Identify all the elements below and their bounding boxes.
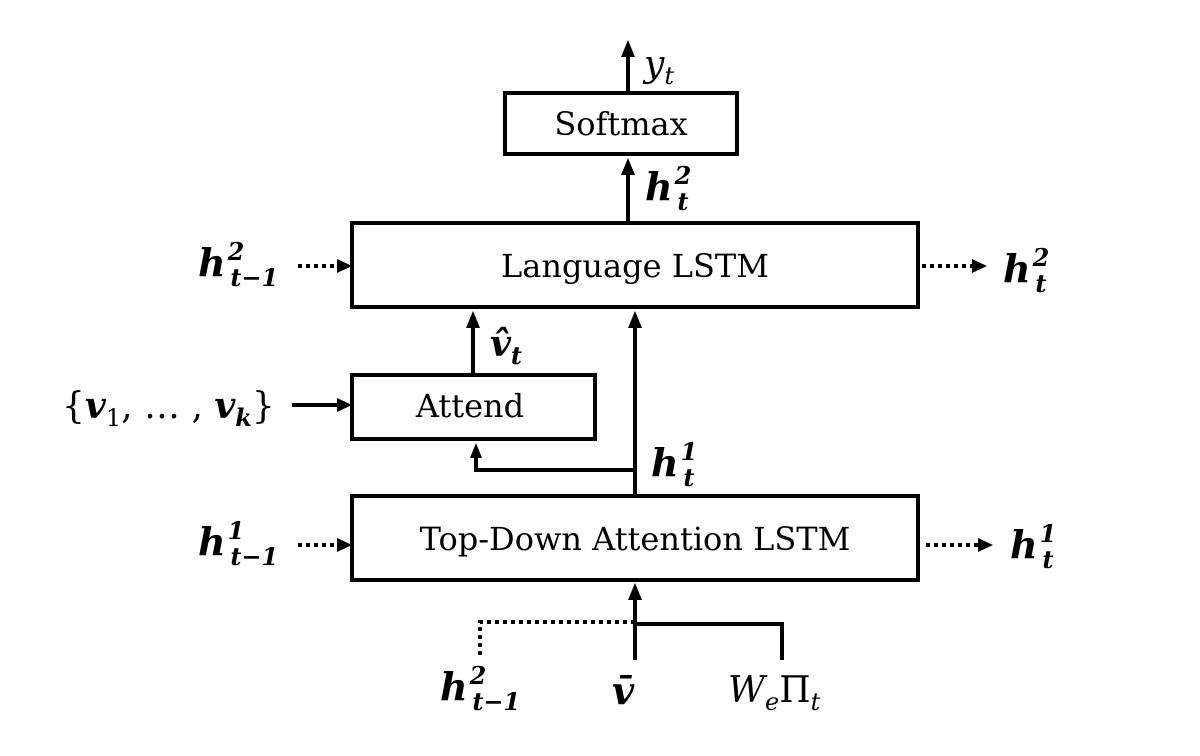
arrowhead-h2-prev-language bbox=[337, 259, 352, 273]
language-lstm-box bbox=[350, 221, 920, 309]
label-v-bar: v̄ bbox=[612, 668, 635, 713]
arrowhead-attend-language bbox=[466, 311, 480, 328]
label-we-pi-t: WeΠt bbox=[728, 670, 821, 716]
arrowhead-topdown-language bbox=[628, 311, 642, 328]
arrowhead-topdown-input bbox=[628, 583, 642, 600]
language-lstm-label: Language LSTM bbox=[501, 247, 769, 285]
arrowhead-output bbox=[621, 40, 635, 57]
arrow-h1-to-attend bbox=[474, 457, 635, 472]
softmax-label: Softmax bbox=[554, 105, 687, 143]
arrowhead-softmax bbox=[621, 158, 635, 175]
label-v-hat-t: v̂t bbox=[490, 323, 522, 370]
top-down-lstm-label: Top-Down Attention LSTM bbox=[420, 520, 851, 558]
label-v-set: {v1, … , vk} bbox=[62, 385, 275, 432]
h2-prev-input-dotted-line bbox=[478, 620, 635, 658]
attend-label: Attend bbox=[415, 387, 524, 425]
arrowhead-vset-attend bbox=[337, 398, 352, 412]
label-y-t: yt bbox=[642, 44, 674, 90]
top-down-lstm-box bbox=[350, 494, 920, 582]
arrowhead-topdown-h1 bbox=[978, 538, 993, 552]
softmax-box bbox=[503, 91, 739, 156]
arrowhead-h1-prev-topdown bbox=[337, 538, 352, 552]
arrowhead-h1-attend bbox=[470, 443, 482, 458]
we-pi-input-line bbox=[635, 622, 784, 660]
arrowhead-language-h2 bbox=[972, 259, 987, 273]
